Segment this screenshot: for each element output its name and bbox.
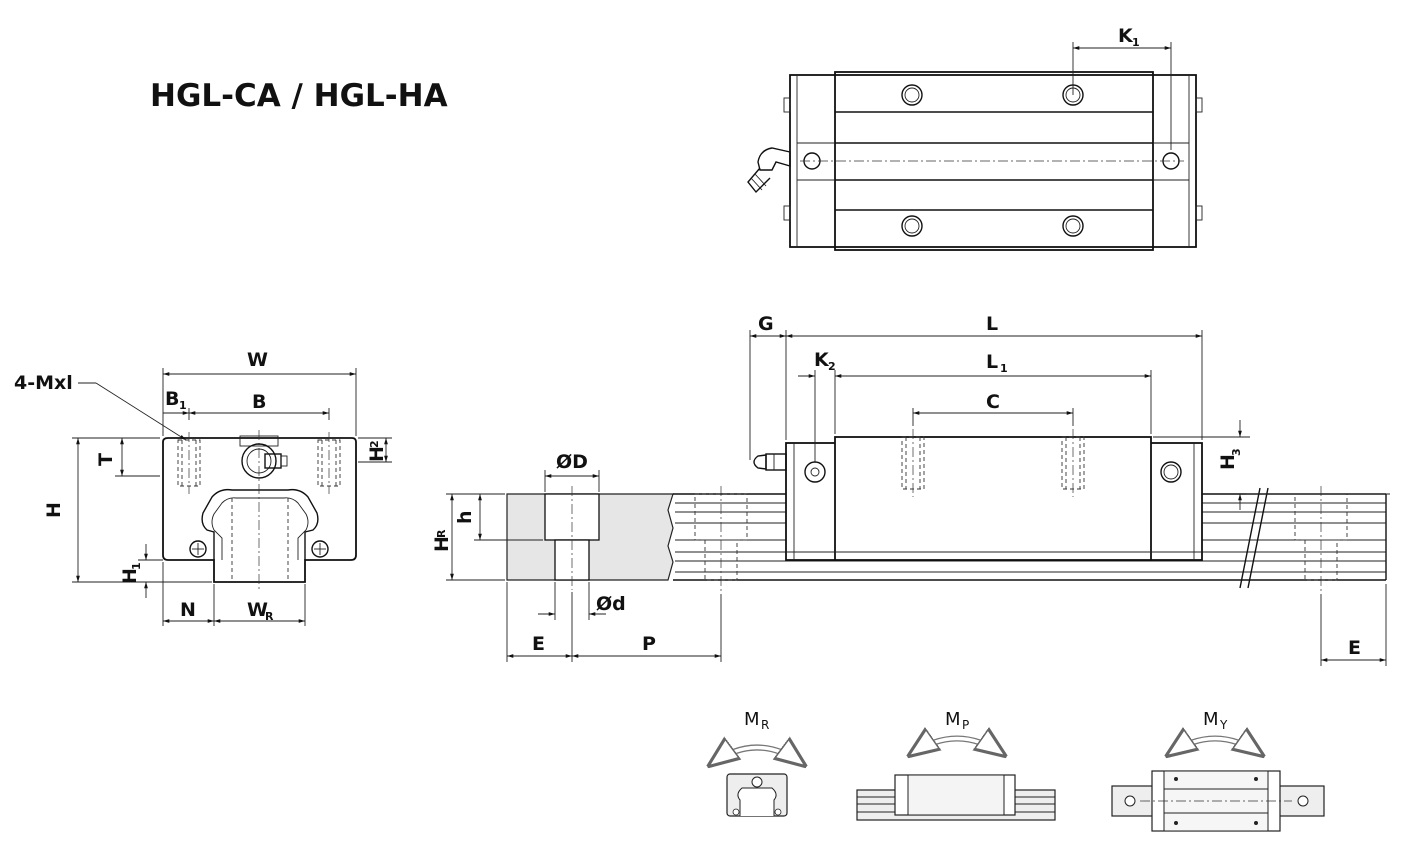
svg-text:3: 3 [1230,448,1243,456]
svg-text:2: 2 [828,360,836,373]
end-view: W B B 1 4-Mxl H T H 1 H 2 [14,349,392,626]
mounting-hole [1062,215,1084,237]
dim-K1: K [1118,25,1134,47]
svg-text:Y: Y [1219,718,1228,732]
moment-MY: M [1203,709,1219,730]
moment-pitch-icon: M P [856,709,1056,821]
dim-H2: H [366,446,388,462]
mounting-hole [901,84,923,106]
dim-B: B [252,391,266,413]
top-view-block-body [834,71,1154,251]
svg-text:R: R [265,610,274,623]
dim-H: H [43,502,65,518]
dim-WR: W [247,599,268,621]
dim-C: C [986,391,1000,413]
dim-H1: H [119,568,141,584]
dim-B1: B [165,388,179,410]
svg-text:2: 2 [368,440,381,448]
svg-text:1: 1 [179,399,187,412]
dim-L: L [986,313,998,335]
grease-nipple-icon [241,443,277,479]
dim-P: P [642,633,656,655]
svg-text:R: R [761,718,769,732]
dim-E-right: E [1348,637,1361,659]
dim-d: Ød [596,593,626,615]
svg-text:1: 1 [1000,362,1008,375]
dim-D: ØD [556,451,588,473]
grease-nipple-icon [747,147,791,194]
moment-yaw-icon: M Y [1111,709,1325,832]
top-view: K 1 [747,25,1203,251]
moment-MP: M [945,709,961,730]
end-view-block [162,437,357,583]
dim-K2: K [814,349,830,371]
svg-text:R: R [435,529,448,538]
svg-text:1: 1 [130,562,143,570]
dim-h: h [454,510,476,524]
dim-E-left: E [532,633,545,655]
moment-roll-icon: M R [710,709,804,817]
dim-mxl: 4-Mxl [14,372,73,394]
svg-text:1: 1 [1132,36,1140,49]
side-view: G L L 1 K 2 C H 3 H R [431,313,1390,666]
dim-HR: H [431,536,453,552]
grease-nipple-icon [753,453,787,471]
dim-W: W [247,349,268,371]
dim-H3: H [1217,454,1239,470]
dim-N: N [180,599,196,621]
dim-L1: L [986,351,998,373]
mounting-hole [901,215,923,237]
drawing-title: HGL-CA / HGL-HA [150,78,448,114]
svg-text:P: P [962,718,969,732]
dim-G: G [758,313,774,335]
moment-MR: M [744,709,760,730]
dim-T: T [95,453,117,466]
